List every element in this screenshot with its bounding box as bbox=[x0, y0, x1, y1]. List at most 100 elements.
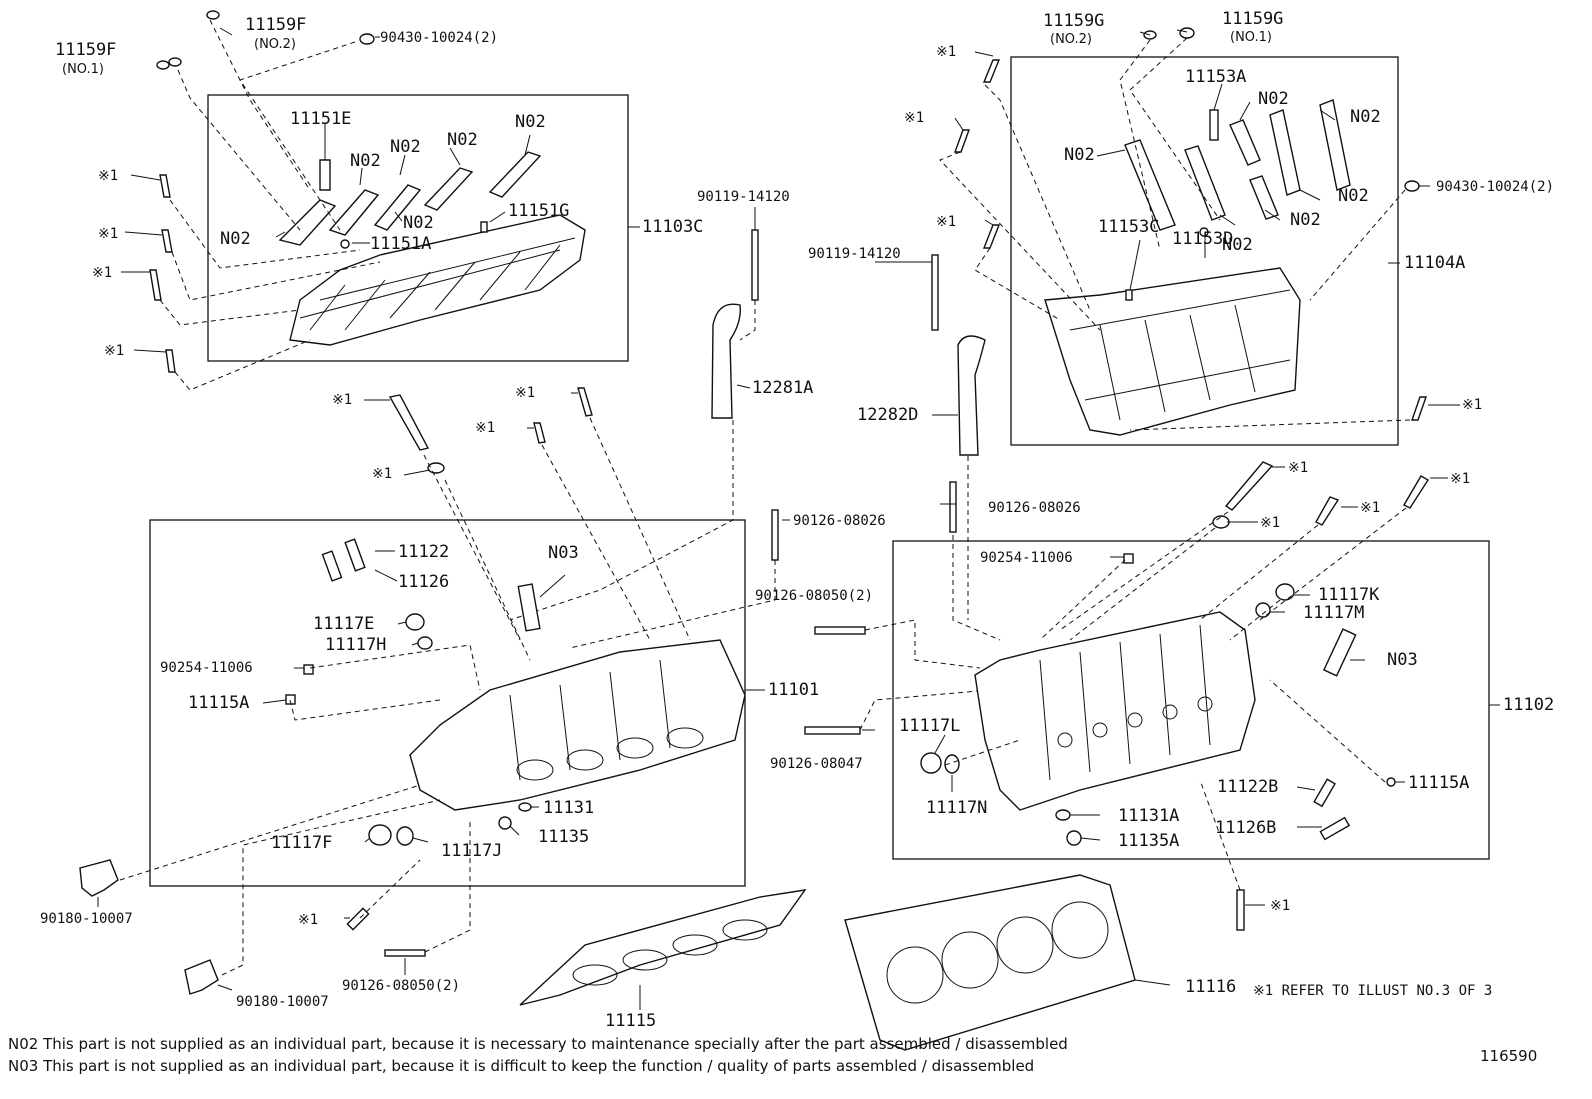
label-90430-right: 90430-10024(2) bbox=[1436, 179, 1554, 195]
label-11159G-no1-sub: (NO.1) bbox=[1230, 30, 1272, 45]
bearing-caps-left bbox=[278, 151, 542, 246]
label-n02-r5: N02 bbox=[1290, 210, 1321, 230]
label-11117J: 11117J bbox=[441, 841, 502, 861]
label-11159G-no1: 11159G bbox=[1222, 9, 1283, 29]
label-90126-08047: 90126-08047 bbox=[770, 756, 863, 772]
label-11102: 11102 bbox=[1503, 695, 1554, 715]
label-90126-08050-top: 90126-08050(2) bbox=[755, 588, 873, 604]
footnote-n03: N03 This part is not supplied as an indi… bbox=[8, 1057, 1035, 1075]
label-ref-m2: ※1 bbox=[372, 466, 392, 482]
label-ref-r8: ※1 bbox=[1450, 471, 1470, 487]
cylinder-head-right-box bbox=[892, 540, 1490, 860]
label-ref-r5: ※1 bbox=[1288, 460, 1308, 476]
plug-90254-right bbox=[1123, 553, 1134, 564]
pin-11115A-right bbox=[1386, 777, 1396, 787]
gasket-11117M bbox=[1255, 602, 1271, 618]
label-90254-right: 90254-11006 bbox=[980, 550, 1073, 566]
gasket-11116 bbox=[844, 874, 1136, 1051]
label-n02-f: N02 bbox=[220, 229, 251, 249]
stud-90126-08026-a bbox=[771, 509, 779, 561]
plug-11117E bbox=[405, 613, 425, 631]
union-90180-b bbox=[184, 959, 219, 995]
label-11159F-no2-sub: (NO.2) bbox=[254, 37, 296, 52]
cylinder-head-left bbox=[409, 639, 746, 811]
label-90430-left: 90430-10024(2) bbox=[380, 30, 498, 46]
label-n02-c: N02 bbox=[447, 130, 478, 150]
label-ref-b2: ※1 bbox=[1270, 898, 1290, 914]
label-11159G-no2: 11159G bbox=[1043, 11, 1104, 31]
label-11117H: 11117H bbox=[325, 635, 386, 655]
cylinder-head-left-box bbox=[149, 519, 746, 887]
label-11135A: 11135A bbox=[1118, 831, 1179, 851]
plug-11135 bbox=[498, 816, 512, 830]
plug-11135A bbox=[1066, 830, 1082, 846]
label-n03-left: N03 bbox=[548, 543, 579, 563]
label-ref-r2: ※1 bbox=[904, 110, 924, 126]
plug-11117K bbox=[1275, 583, 1295, 601]
stud-ref-left bbox=[346, 907, 370, 931]
label-11131A: 11131A bbox=[1118, 806, 1179, 826]
label-11101: 11101 bbox=[768, 680, 819, 700]
hook-12282D bbox=[931, 254, 986, 456]
label-ref-r6: ※1 bbox=[1260, 515, 1280, 531]
label-11122: 11122 bbox=[398, 542, 449, 562]
label-90119-right: 90119-14120 bbox=[808, 246, 901, 262]
label-11116: 11116 bbox=[1185, 977, 1236, 997]
gasket-11117N bbox=[944, 754, 960, 774]
washer-11159F-no1 bbox=[156, 60, 170, 70]
label-n02-b: N02 bbox=[390, 137, 421, 157]
pin-11151A bbox=[340, 239, 350, 249]
label-ref-d: ※1 bbox=[104, 343, 124, 359]
label-ref-m4: ※1 bbox=[515, 385, 535, 401]
label-11103C: 11103C bbox=[642, 217, 703, 237]
seal-11131 bbox=[518, 802, 532, 812]
label-ref-c: ※1 bbox=[92, 265, 112, 281]
reference-note: ※1 REFER TO ILLUST NO.3 OF 3 bbox=[1253, 983, 1493, 999]
label-90254-left: 90254-11006 bbox=[160, 660, 253, 676]
bolt-11151E bbox=[319, 159, 331, 191]
label-ref-r7: ※1 bbox=[1360, 500, 1380, 516]
camshaft-housing-right bbox=[1044, 267, 1301, 436]
label-ref-m1: ※1 bbox=[332, 392, 352, 408]
stud-ref-right bbox=[1236, 889, 1245, 931]
label-11151E: 11151E bbox=[290, 109, 351, 129]
label-90180-a: 90180-10007 bbox=[40, 911, 133, 927]
label-11153A: 11153A bbox=[1185, 67, 1246, 87]
guide-n03-right bbox=[1323, 628, 1357, 677]
label-ref-r1: ※1 bbox=[936, 44, 956, 60]
label-11115: 11115 bbox=[605, 1011, 656, 1031]
label-11117F: 11117F bbox=[271, 833, 332, 853]
pin-11153C bbox=[1125, 289, 1133, 301]
washer-11159F-no2 bbox=[206, 10, 220, 20]
stud-90126-08026-b bbox=[949, 481, 957, 533]
label-n02-r2: N02 bbox=[1350, 107, 1381, 127]
label-11159F-no1: 11159F bbox=[55, 40, 116, 60]
illustration-number: 116590 bbox=[1480, 1047, 1538, 1065]
label-11153C: 11153C bbox=[1098, 217, 1159, 237]
label-11126B: 11126B bbox=[1215, 818, 1276, 838]
camshaft-housing-left-box bbox=[207, 94, 629, 362]
washer-90430-right bbox=[1404, 180, 1420, 192]
head-bolts-right bbox=[1212, 461, 1429, 529]
label-11117M: 11117M bbox=[1303, 603, 1364, 623]
plug-11117F bbox=[368, 824, 392, 846]
label-ref-m3: ※1 bbox=[475, 420, 495, 436]
bolts-left-housing bbox=[149, 174, 176, 373]
label-11115A-right: 11115A bbox=[1408, 773, 1469, 793]
label-n02-d: N02 bbox=[515, 112, 546, 132]
label-11159F-no1-sub: (NO.1) bbox=[62, 62, 104, 77]
footnotes: N02 This part is not supplied as an indi… bbox=[8, 1033, 1068, 1077]
pin-11153D bbox=[1199, 227, 1209, 237]
washer-11159G-no1 bbox=[1179, 27, 1195, 39]
label-11131: 11131 bbox=[543, 798, 594, 818]
label-90126-08050-bot: 90126-08050(2) bbox=[342, 978, 460, 994]
plug-90254-left bbox=[303, 664, 314, 675]
stud-90126-08050-top bbox=[814, 626, 866, 635]
footnote-n02: N02 This part is not supplied as an indi… bbox=[8, 1035, 1068, 1053]
camshaft-housing-right-box bbox=[1010, 56, 1399, 446]
plug-11117L bbox=[920, 752, 942, 774]
stud-90126-08050-bot bbox=[384, 949, 426, 957]
label-n02-r1: N02 bbox=[1258, 89, 1289, 109]
label-12281A: 12281A bbox=[752, 378, 813, 398]
label-90126-08026-b: 90126-08026 bbox=[988, 500, 1081, 516]
